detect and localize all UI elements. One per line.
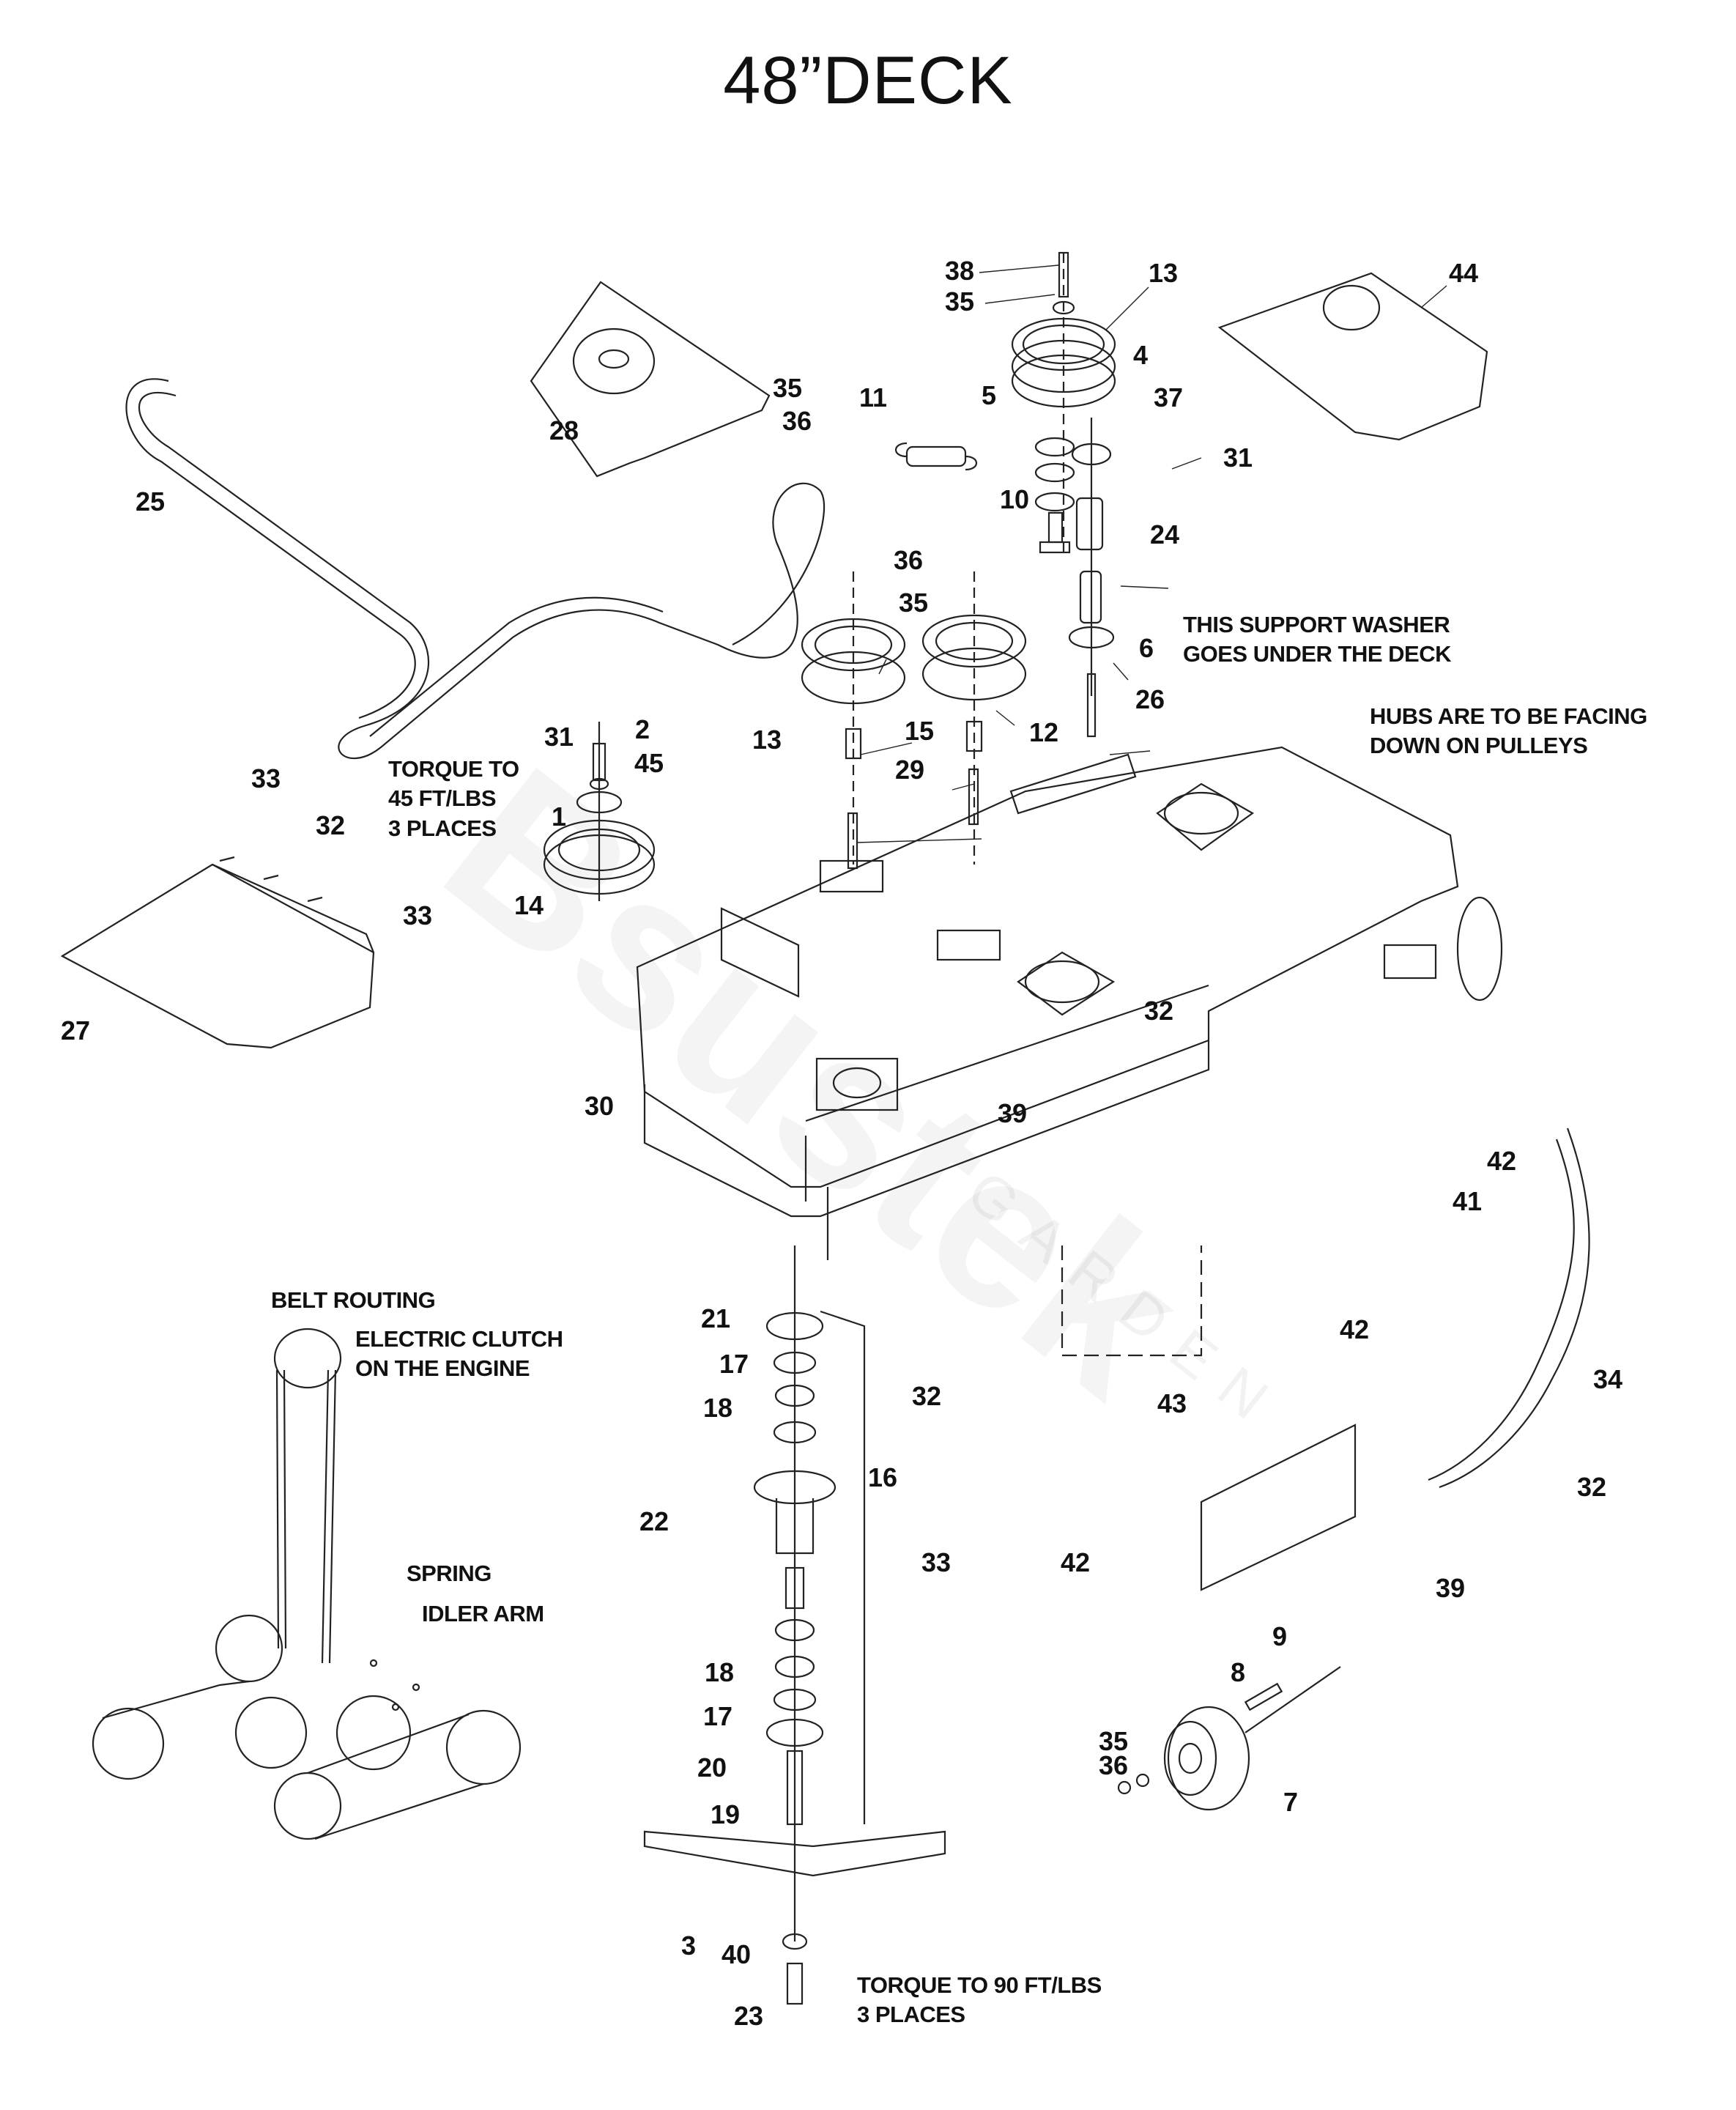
idler-pulley-assembly bbox=[1011, 251, 1116, 738]
part-label-34: 34 bbox=[1592, 1364, 1623, 1394]
part-label-16: 16 bbox=[867, 1462, 898, 1492]
part-label-8: 8 bbox=[1230, 1657, 1246, 1687]
cover-27 bbox=[60, 856, 375, 1049]
belt-cover-28 bbox=[530, 281, 771, 478]
part-label-19: 19 bbox=[710, 1799, 741, 1829]
part-label-45: 45 bbox=[634, 748, 664, 778]
note-line: 3 PLACES bbox=[857, 2002, 965, 2028]
tension-spring-11 bbox=[894, 442, 978, 471]
note-hubs-facing: HUBS ARE TO BE FACING DOWN ON PULLEYS bbox=[1370, 702, 1647, 761]
part-label-43: 43 bbox=[1157, 1388, 1187, 1418]
part-label-41: 41 bbox=[1452, 1186, 1483, 1216]
part-label-39: 39 bbox=[997, 1098, 1028, 1128]
part-label-17: 17 bbox=[719, 1349, 749, 1379]
part-label-36: 36 bbox=[893, 545, 924, 575]
part-label-24: 24 bbox=[1149, 519, 1180, 549]
note-line: ON THE ENGINE bbox=[355, 1355, 530, 1382]
baffle-41 bbox=[1428, 1128, 1590, 1489]
part-label-18: 18 bbox=[704, 1657, 735, 1687]
note-spring: SPRING bbox=[407, 1561, 492, 1586]
note-line: DOWN ON PULLEYS bbox=[1370, 733, 1588, 759]
part-label-42: 42 bbox=[1060, 1547, 1091, 1577]
part-label-7: 7 bbox=[1283, 1787, 1299, 1817]
part-label-33: 33 bbox=[251, 763, 281, 793]
drive-belt-25 bbox=[125, 378, 826, 760]
part-label-12: 12 bbox=[1028, 717, 1059, 747]
part-label-32: 32 bbox=[1576, 1472, 1607, 1502]
note-line: 3 PLACES bbox=[388, 815, 497, 841]
part-label-38: 38 bbox=[944, 256, 975, 286]
anti-scalp-wheel-7 bbox=[1117, 1666, 1341, 1811]
part-label-30: 30 bbox=[584, 1091, 615, 1121]
mower-deck-30 bbox=[636, 746, 1503, 1260]
part-label-18: 18 bbox=[702, 1393, 733, 1423]
leader-lines bbox=[856, 264, 1447, 843]
note-torque-45: TORQUE TO 45 FT/LBS 3 PLACES bbox=[388, 755, 519, 843]
note-line: TORQUE TO 90 FT/LBS bbox=[857, 1972, 1102, 1998]
part-label-5: 5 bbox=[981, 380, 997, 410]
part-label-29: 29 bbox=[894, 755, 925, 785]
part-label-10: 10 bbox=[999, 484, 1030, 514]
part-label-42: 42 bbox=[1339, 1314, 1370, 1344]
baffle-43 bbox=[1200, 1424, 1357, 1591]
part-label-15: 15 bbox=[904, 716, 935, 746]
diagram-title: 48”DECK bbox=[723, 43, 1013, 118]
note-support-washer: THIS SUPPORT WASHER GOES UNDER THE DECK bbox=[1183, 610, 1451, 670]
part-label-32: 32 bbox=[1143, 996, 1174, 1026]
part-label-25: 25 bbox=[135, 486, 166, 517]
part-label-32: 32 bbox=[315, 810, 346, 840]
part-label-36: 36 bbox=[1098, 1750, 1129, 1780]
part-label-26: 26 bbox=[1135, 684, 1165, 714]
note-line: THIS SUPPORT WASHER bbox=[1183, 612, 1450, 637]
note-line: HUBS ARE TO BE FACING bbox=[1370, 703, 1647, 729]
belt-routing-diagram bbox=[92, 1328, 522, 1840]
note-belt-routing: BELT ROUTING bbox=[271, 1287, 436, 1313]
pulley-14-assembly bbox=[543, 722, 656, 901]
note-line: ELECTRIC CLUTCH bbox=[355, 1326, 563, 1352]
dash-guide bbox=[1061, 1245, 1203, 1357]
pulleys-12-13 bbox=[801, 571, 1027, 870]
part-label-14: 14 bbox=[513, 890, 544, 920]
part-label-4: 4 bbox=[1132, 340, 1149, 370]
note-line: GOES UNDER THE DECK bbox=[1183, 641, 1451, 667]
note-electric-clutch: ELECTRIC CLUTCH ON THE ENGINE bbox=[355, 1325, 563, 1384]
part-label-22: 22 bbox=[639, 1506, 669, 1536]
part-label-21: 21 bbox=[700, 1303, 731, 1333]
part-label-11: 11 bbox=[858, 382, 888, 412]
part-label-20: 20 bbox=[697, 1752, 727, 1783]
part-label-37: 37 bbox=[1153, 382, 1184, 412]
part-label-13: 13 bbox=[752, 725, 782, 755]
part-label-9: 9 bbox=[1272, 1621, 1288, 1651]
part-label-23: 23 bbox=[733, 2001, 764, 2031]
part-label-6: 6 bbox=[1138, 633, 1154, 663]
part-label-17: 17 bbox=[702, 1701, 733, 1731]
part-label-35: 35 bbox=[1098, 1726, 1129, 1756]
note-line: TORQUE TO bbox=[388, 756, 519, 782]
part-label-3: 3 bbox=[680, 1931, 697, 1961]
spindle-assembly bbox=[643, 1245, 946, 2005]
part-label-13: 13 bbox=[1148, 258, 1179, 288]
part-label-35: 35 bbox=[898, 588, 929, 618]
part-label-40: 40 bbox=[721, 1939, 752, 1969]
part-label-42: 42 bbox=[1486, 1146, 1517, 1176]
part-label-33: 33 bbox=[921, 1547, 952, 1577]
note-idler-arm: IDLER ARM bbox=[422, 1601, 544, 1626]
belt-cover-44 bbox=[1217, 272, 1488, 441]
part-label-33: 33 bbox=[402, 900, 433, 930]
part-label-36: 36 bbox=[782, 406, 812, 436]
part-label-1: 1 bbox=[551, 802, 567, 832]
part-label-32: 32 bbox=[911, 1381, 942, 1411]
note-torque-90: TORQUE TO 90 FT/LBS 3 PLACES bbox=[857, 1971, 1102, 2030]
part-label-44: 44 bbox=[1448, 258, 1479, 288]
part-label-27: 27 bbox=[60, 1015, 91, 1045]
part-label-28: 28 bbox=[549, 415, 579, 445]
part-label-35: 35 bbox=[944, 286, 975, 316]
part-label-39: 39 bbox=[1435, 1573, 1466, 1603]
part-label-31: 31 bbox=[1223, 443, 1253, 473]
note-line: 45 FT/LBS bbox=[388, 785, 497, 812]
part-label-35: 35 bbox=[772, 373, 803, 403]
part-label-31: 31 bbox=[544, 722, 574, 752]
part-label-2: 2 bbox=[634, 714, 650, 744]
